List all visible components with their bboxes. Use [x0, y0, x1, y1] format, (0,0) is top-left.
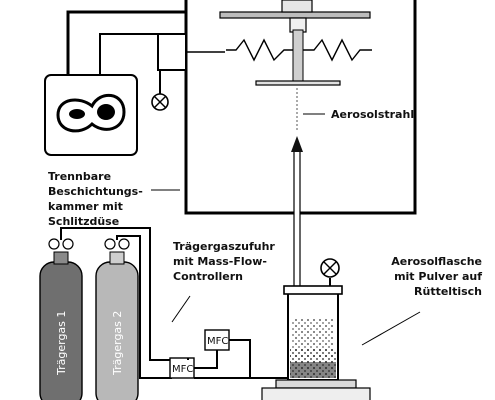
- cylinder-1-gauge-icon: [48, 238, 74, 250]
- chamber-label-3: kammer mit: [48, 200, 123, 213]
- gas-cylinder-2: Trägergas 2: [95, 238, 139, 400]
- valve-box: [157, 33, 187, 71]
- pump-pipe-outer: [66, 10, 186, 75]
- chamber-label-1: Trennbare: [48, 170, 111, 183]
- carrier-label-1: Trägergaszufuhr: [173, 240, 275, 253]
- gas-cylinder-1: Trägergas 1: [39, 238, 83, 400]
- chamber-label-2: Beschichtungs-: [48, 185, 143, 198]
- carrier-label-2: mit Mass-Flow-: [173, 255, 267, 268]
- flask-lid: [283, 285, 343, 295]
- shaker-table: [275, 379, 357, 389]
- substrate-holder: [219, 11, 371, 19]
- mfc-2-label: MFC: [207, 336, 228, 347]
- shaker-base: [261, 387, 371, 400]
- pump-rotor-icon: [56, 94, 126, 133]
- feed-tube: [293, 149, 301, 291]
- powder-cloud: [292, 318, 334, 348]
- aerosol-jet-label: Aerosolstrahl: [331, 108, 414, 121]
- flask-label-2: mit Pulver auf: [394, 270, 482, 283]
- jet-arrow: [291, 136, 303, 152]
- pressure-gauge-icon: [151, 93, 169, 111]
- holder-block: [281, 0, 313, 13]
- nozzle-shaft: [292, 29, 304, 83]
- heater-left: [226, 38, 294, 62]
- gas2-label: Trägergas 2: [111, 311, 124, 376]
- mfc-1-label: MFC: [172, 364, 193, 375]
- gas1-label: Trägergas 1: [55, 311, 68, 376]
- pump-pipe-inner: [99, 33, 158, 75]
- gas-line-1: [60, 227, 188, 361]
- mfc-to-flask-line: [229, 339, 288, 379]
- slit-nozzle-plate: [255, 80, 341, 86]
- gas-line-2: [116, 235, 172, 379]
- chamber-label-4: Schlitzdüse: [48, 215, 119, 228]
- flask-label-3: Rütteltisch: [414, 285, 482, 298]
- flask-pressure-gauge-icon: [320, 258, 340, 278]
- flask-label-1: Aerosolflasche: [391, 255, 482, 268]
- carrier-label-3: Controllern: [173, 270, 243, 283]
- heater-right: [302, 38, 372, 62]
- cylinder-2-gauge-icon: [104, 238, 130, 250]
